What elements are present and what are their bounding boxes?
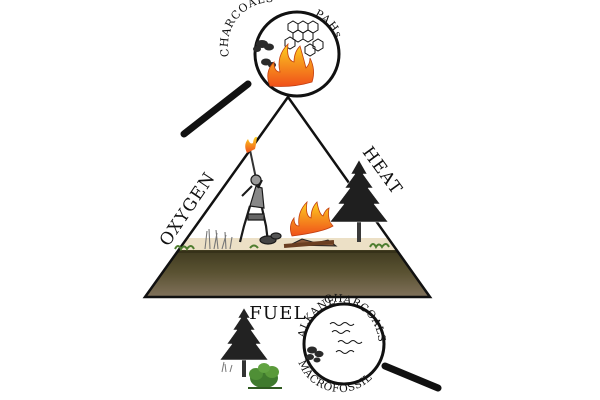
grass-tuft-icon [174, 228, 390, 252]
soil-layers-icon [145, 250, 430, 297]
shrub-icon [248, 363, 282, 389]
top-magnifier: CHARCOALS PAHs [180, 0, 344, 138]
wavy-alkane-chains-icon [329, 322, 363, 354]
fuel-label: FUEL [249, 303, 307, 324]
charcoal-lumps-icon [253, 40, 276, 68]
fire-triangle [142, 94, 433, 299]
fir-tree-icon [329, 159, 389, 242]
torch-bearer-figure-icon [238, 136, 282, 245]
pine-tree-icon [219, 307, 269, 377]
pah-hexagon-rings-icon [284, 20, 324, 57]
magnifier-handle [381, 362, 442, 392]
magnifier-handle [180, 80, 252, 138]
charcoal-lumps-icon [306, 346, 324, 363]
flame-icon [267, 42, 314, 87]
campfire-icon [283, 200, 338, 248]
magnifier-lens [302, 302, 386, 386]
